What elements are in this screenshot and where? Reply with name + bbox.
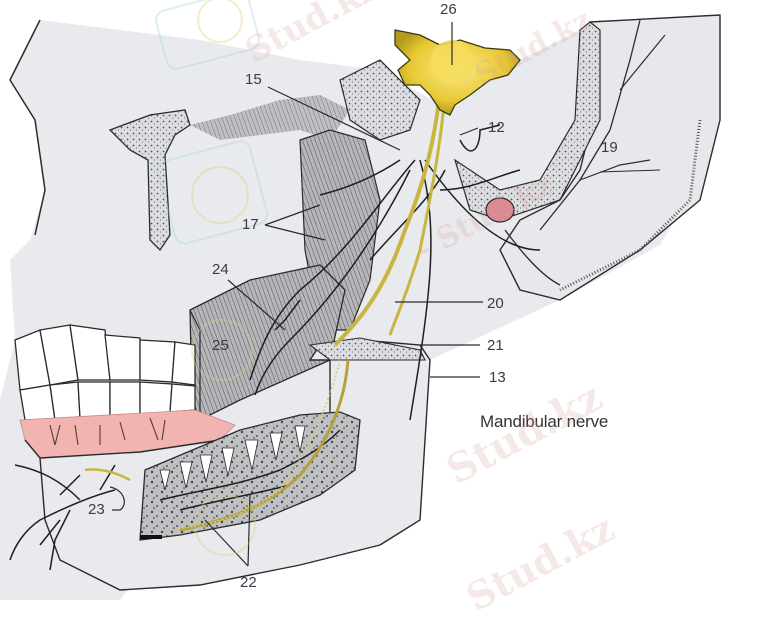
label-20: 20	[487, 295, 504, 312]
label-17: 17	[242, 216, 259, 233]
label-26: 26	[440, 1, 457, 18]
figure-caption: Mandibular nerve	[480, 412, 609, 431]
anatomy-figure: 26 15 12 19 17 24 20 25 21 13 23 22 Mand…	[0, 0, 721, 620]
label-19: 19	[601, 139, 618, 156]
mandible	[24, 337, 431, 591]
leader-lines	[109, 22, 483, 567]
label-13: 13	[489, 369, 506, 386]
watermark-logos	[155, 0, 269, 556]
label-25: 25	[212, 337, 229, 354]
cranial-base-section	[453, 14, 721, 301]
label-21: 21	[487, 337, 504, 354]
label-23: 23	[88, 501, 105, 518]
mandibular-nerve-trunk	[84, 89, 447, 532]
upper-teeth	[14, 324, 196, 391]
label-24: 24	[212, 261, 229, 278]
mandibular-nerve-illustration	[0, 0, 721, 600]
label-15: 15	[245, 71, 262, 88]
middle-meningeal-artery	[485, 197, 561, 286]
label-22: 22	[240, 574, 257, 591]
label-12: 12	[488, 119, 505, 136]
